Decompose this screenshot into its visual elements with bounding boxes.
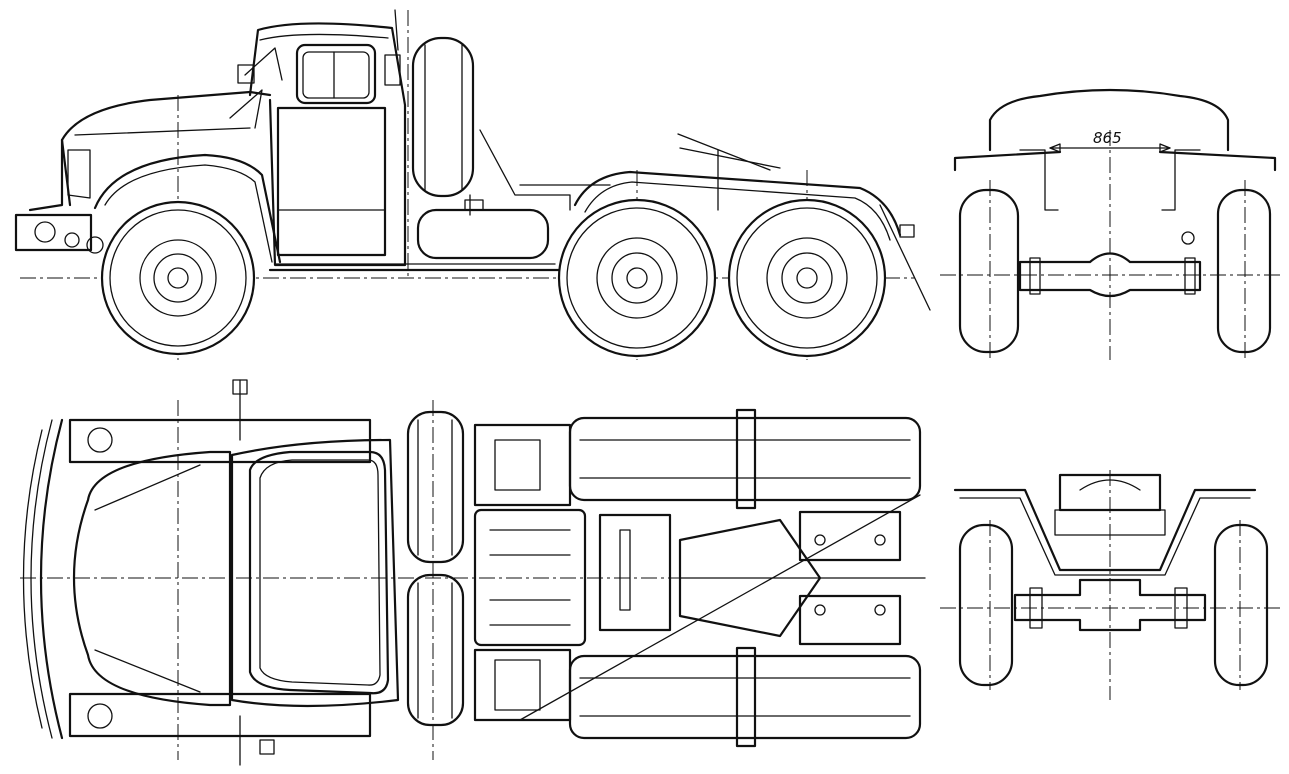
front-wheel [100,200,256,356]
rear-view [940,470,1280,700]
rear-wheel [727,198,887,358]
side-view [14,9,931,360]
front-view: 865 [940,88,1280,360]
middle-wheel [557,198,717,358]
top-view [20,379,926,766]
dimension-label: 865 [1093,129,1122,147]
